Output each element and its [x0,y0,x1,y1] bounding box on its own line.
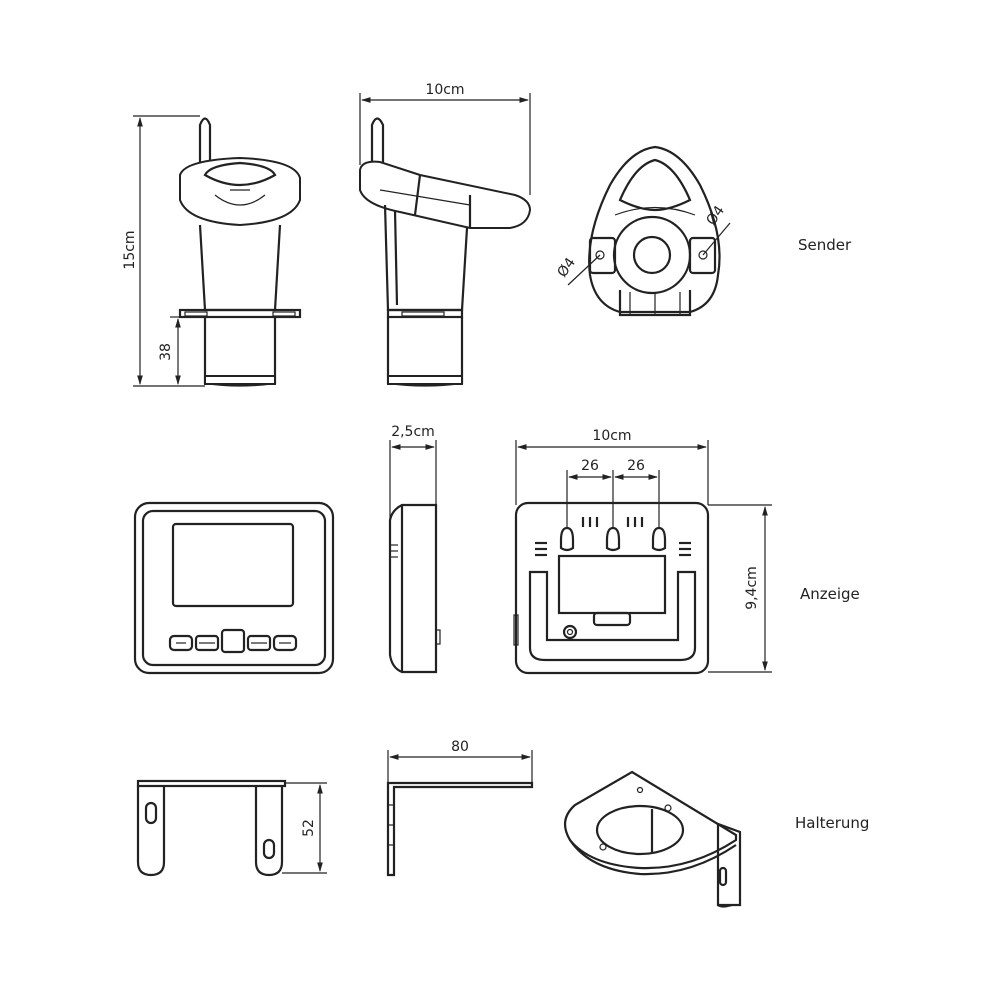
dim-bracket-height: 52 [301,819,317,837]
display-back-view: 10cm 26 26 9,4cm [513,428,772,675]
dim-display-depth: 2,5cm [391,424,435,440]
dim-display-width: 10cm [592,428,631,444]
display-side-view: 2,5cm [388,424,441,674]
display-front-view [133,501,335,675]
dim-bracket-depth: 80 [451,739,469,755]
label-halterung: Halterung [795,814,869,832]
dim-display-height: 9,4cm [744,566,760,610]
dim-sender-base: 38 [158,343,174,361]
sender-side-view: 10cm [359,82,532,387]
sender-front-view: 15cm 38 [122,115,302,387]
dim-hole-spacing-left: 26 [581,458,599,474]
sender-top-view: Ø4 Ø4 [554,145,731,317]
dim-hole-spacing-right: 26 [627,458,645,474]
dim-diameter-right: Ø4 [703,203,728,229]
label-anzeige: Anzeige [800,585,860,603]
dim-diameter-left: Ø4 [554,255,579,281]
dim-sender-height: 15cm [122,230,138,269]
label-sender: Sender [798,236,852,254]
bracket-perspective-view [563,770,742,908]
bracket-side-view: 80 [386,739,534,877]
bracket-front-view: 52 [136,779,327,877]
dim-sender-width: 10cm [425,82,464,98]
